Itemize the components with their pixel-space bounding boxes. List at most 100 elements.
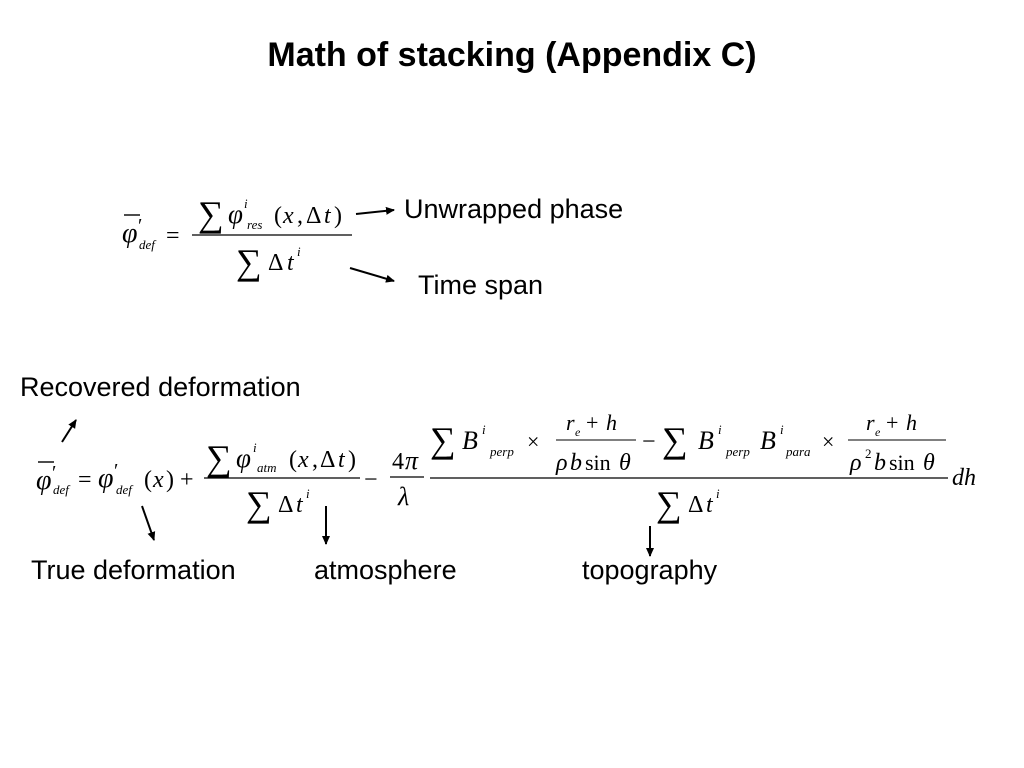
svg-text:∑: ∑: [430, 420, 456, 460]
unwrapped-phase-label: Unwrapped phase: [404, 194, 624, 224]
svg-text:i: i: [718, 422, 722, 437]
svg-text:φ: φ: [122, 218, 138, 249]
time-span-arrow: [349, 267, 395, 283]
svg-text:×: ×: [527, 429, 539, 454]
svg-text:): ): [166, 467, 174, 493]
svg-text:atm: atm: [257, 460, 277, 475]
eq2-atmosphere-term: ∑ φ i atm ( x , Δ t ) ∑ Δ t i: [204, 438, 360, 524]
eq2-dh: dh: [952, 465, 976, 491]
svg-text:i: i: [482, 422, 486, 437]
svg-text:B: B: [698, 426, 714, 455]
svg-text:∑: ∑: [656, 484, 682, 524]
svg-text:x: x: [282, 203, 294, 229]
svg-text:+: +: [180, 467, 194, 493]
svg-text:θ: θ: [619, 450, 631, 476]
svg-text:t: t: [324, 203, 332, 229]
svg-text:i: i: [306, 486, 310, 501]
svg-text:(: (: [289, 447, 297, 473]
svg-text:para: para: [785, 444, 811, 459]
svg-text:b: b: [570, 450, 582, 476]
svg-text:(: (: [144, 467, 152, 493]
svg-text:φ: φ: [228, 199, 243, 229]
svg-text:def: def: [139, 237, 157, 252]
svg-text:,: ,: [312, 447, 318, 473]
svg-text:θ: θ: [923, 450, 935, 476]
svg-text:−: −: [642, 429, 656, 455]
eq2-topography-denominator: ∑ Δ t i: [656, 484, 720, 524]
svg-text:+: +: [886, 410, 898, 435]
svg-text:∑: ∑: [236, 242, 262, 282]
eq2-wavelength-factor: − 4 π λ: [364, 446, 424, 511]
svg-text:φ: φ: [36, 465, 52, 496]
svg-text:+: +: [586, 410, 598, 435]
svg-text:b: b: [874, 450, 886, 476]
svg-text:′: ′: [114, 460, 118, 482]
eq2-lhs: φ ′ def = φ ′ def ( x ) +: [36, 460, 194, 497]
svg-text:sin: sin: [585, 450, 611, 475]
atmosphere-label: atmosphere: [314, 555, 457, 585]
svg-text:ρ: ρ: [555, 450, 568, 476]
svg-text:′: ′: [138, 215, 142, 237]
svg-text:t: t: [338, 447, 346, 473]
svg-text:e: e: [575, 425, 581, 439]
time-span-label: Time span: [418, 270, 544, 300]
recovered-deformation-label: Recovered deformation: [20, 372, 301, 402]
svg-text:B: B: [462, 426, 478, 455]
slide-title: Math of stacking (Appendix C): [267, 36, 757, 74]
svg-text:i: i: [716, 486, 720, 501]
svg-text:Δ: Δ: [268, 250, 283, 276]
svg-text:φ: φ: [98, 463, 114, 494]
svg-text:i: i: [780, 422, 784, 437]
svg-text:h: h: [906, 410, 917, 435]
svg-text:): ): [348, 447, 356, 473]
true-deformation-arrow: [141, 505, 156, 541]
svg-text:def: def: [53, 482, 71, 497]
svg-text:Δ: Δ: [320, 447, 335, 473]
svg-text:x: x: [152, 467, 164, 493]
svg-text:∑: ∑: [198, 194, 224, 234]
eq1-numerator: ∑ φ i res ( x , Δ t ): [198, 194, 342, 234]
svg-text:×: ×: [822, 429, 834, 454]
svg-text:): ): [334, 203, 342, 229]
svg-text:def: def: [116, 482, 134, 497]
svg-text:2: 2: [865, 446, 872, 461]
svg-text:=: =: [78, 467, 92, 493]
svg-text:perp: perp: [725, 444, 750, 459]
svg-text:Δ: Δ: [278, 492, 293, 518]
svg-text:π: π: [405, 446, 419, 475]
svg-text:∑: ∑: [246, 484, 272, 524]
svg-text:t: t: [706, 492, 714, 518]
svg-text:e: e: [875, 425, 881, 439]
svg-text:4: 4: [392, 449, 404, 475]
svg-text:t: t: [296, 492, 304, 518]
svg-text:res: res: [247, 217, 262, 232]
svg-text:′: ′: [52, 462, 56, 484]
svg-text:,: ,: [297, 203, 303, 229]
svg-text:t: t: [287, 250, 295, 276]
eq1-denominator: ∑ Δ t i: [236, 242, 301, 282]
svg-text:φ: φ: [236, 443, 251, 473]
svg-text:λ: λ: [397, 482, 409, 511]
recovered-deformation-arrow: [61, 419, 77, 443]
svg-text:Δ: Δ: [688, 492, 703, 518]
eq2-topography-numerator: ∑ B i perp × r e + h ρ b sin θ − ∑ B i p…: [430, 410, 946, 476]
true-deformation-label: True deformation: [31, 555, 236, 585]
svg-text:ρ: ρ: [849, 450, 862, 476]
svg-text:r: r: [566, 410, 575, 435]
svg-text:r: r: [866, 410, 875, 435]
svg-text:perp: perp: [489, 444, 514, 459]
unwrapped-phase-arrow: [355, 206, 395, 215]
svg-text:x: x: [297, 447, 309, 473]
topography-label: topography: [582, 555, 718, 585]
eq1-lhs: φ ′ def =: [122, 214, 180, 252]
svg-text:h: h: [606, 410, 617, 435]
svg-text:∑: ∑: [662, 420, 688, 460]
svg-text:i: i: [297, 244, 301, 259]
svg-text:−: −: [364, 467, 378, 493]
svg-text:=: =: [166, 223, 180, 249]
svg-text:(: (: [274, 203, 282, 229]
svg-text:i: i: [244, 196, 248, 211]
